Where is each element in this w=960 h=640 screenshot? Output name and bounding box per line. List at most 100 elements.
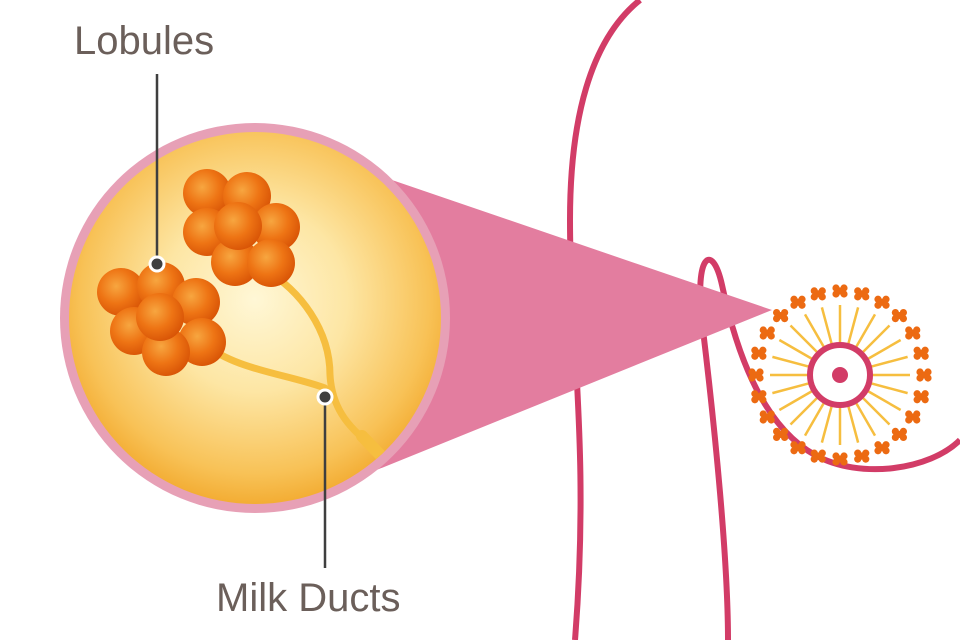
- radial-duct: [867, 389, 902, 412]
- radial-duct: [789, 324, 819, 354]
- mini-lobule: [913, 396, 921, 404]
- lobule-cluster-upper: [183, 169, 300, 287]
- mini-lobule: [798, 295, 806, 303]
- mini-lobule: [767, 410, 775, 418]
- mini-lobule: [854, 293, 862, 301]
- radial-duct: [847, 405, 860, 443]
- milk-ducts-label: Milk Ducts: [216, 576, 401, 620]
- mini-lobule: [891, 315, 899, 323]
- radial-duct: [861, 324, 891, 354]
- nipple: [832, 367, 848, 383]
- radial-duct: [861, 396, 891, 426]
- mini-lobule: [874, 301, 882, 309]
- mini-lobule: [781, 309, 789, 317]
- mini-lobule: [913, 410, 921, 418]
- mini-lobule: [832, 458, 840, 466]
- mini-lobule: [913, 416, 921, 424]
- mini-lobule: [874, 447, 882, 455]
- mini-lobule: [899, 427, 907, 435]
- mini-lobule: [891, 309, 899, 317]
- mini-lobule: [759, 326, 767, 334]
- lobules-label: Lobules: [74, 19, 215, 63]
- mini-lobule: [862, 287, 870, 295]
- mini-lobule: [818, 287, 826, 295]
- mini-lobule: [921, 346, 929, 354]
- mini-lobule: [862, 455, 870, 463]
- radial-duct: [772, 382, 810, 395]
- radial-duct: [854, 313, 877, 348]
- mini-lobule: [862, 293, 870, 301]
- radial-duct: [789, 396, 819, 426]
- mini-lobule: [832, 452, 840, 460]
- mini-lobule: [916, 374, 924, 382]
- mini-lobule: [913, 326, 921, 334]
- mini-lobule: [874, 441, 882, 449]
- mini-lobule: [759, 390, 767, 398]
- mini-lobule: [882, 441, 890, 449]
- mini-lobule: [899, 433, 907, 441]
- mini-lobule: [913, 390, 921, 398]
- mini-lobule: [818, 449, 826, 457]
- mini-lobule: [916, 368, 924, 376]
- radial-duct: [870, 355, 908, 368]
- mini-lobule: [891, 427, 899, 435]
- mini-lobule: [913, 352, 921, 360]
- mini-lobule: [921, 352, 929, 360]
- mini-lobule: [759, 396, 767, 404]
- mini-lobule: [854, 455, 862, 463]
- mini-lobule: [756, 374, 764, 382]
- mini-lobule: [767, 332, 775, 340]
- mini-lobule: [832, 284, 840, 292]
- mini-lobule: [891, 433, 899, 441]
- mini-lobule: [840, 290, 848, 298]
- mini-lobule: [781, 433, 789, 441]
- mini-lobule: [773, 427, 781, 435]
- mini-lobule: [748, 368, 756, 376]
- radial-duct: [778, 389, 813, 412]
- mini-lobule: [810, 287, 818, 295]
- mini-lobule: [790, 301, 798, 309]
- mini-lobule: [810, 455, 818, 463]
- mini-lobule: [874, 295, 882, 303]
- mini-lobule: [790, 295, 798, 303]
- mini-lobule: [882, 295, 890, 303]
- mini-lobule: [773, 433, 781, 441]
- mini-lobule: [840, 458, 848, 466]
- mini-lobule: [781, 315, 789, 323]
- mini-lobule: [899, 309, 907, 317]
- mini-lobule: [798, 441, 806, 449]
- mini-lobule: [810, 449, 818, 457]
- radial-duct: [820, 405, 833, 443]
- mini-lobule: [751, 352, 759, 360]
- mini-lobule: [759, 352, 767, 360]
- radial-duct: [870, 382, 908, 395]
- ducts-pointer-dot: [316, 388, 334, 406]
- mini-lobule: [921, 390, 929, 398]
- mini-lobule: [759, 346, 767, 354]
- radial-duct: [772, 355, 810, 368]
- mini-lobule: [899, 315, 907, 323]
- mini-lobule: [798, 447, 806, 455]
- lobule-cluster-lower: [97, 262, 226, 376]
- mini-lobule: [832, 290, 840, 298]
- mini-lobule: [751, 396, 759, 404]
- mini-lobule: [921, 396, 929, 404]
- mini-lobule: [882, 447, 890, 455]
- mini-lobule: [781, 427, 789, 435]
- radial-duct: [847, 307, 860, 345]
- mini-lobule: [924, 374, 932, 382]
- nipple-duct-radial: [748, 284, 932, 466]
- mini-lobule: [905, 410, 913, 418]
- radial-duct: [803, 313, 826, 348]
- mini-lobule: [854, 287, 862, 295]
- radial-duct: [854, 402, 877, 437]
- radial-duct: [803, 402, 826, 437]
- mini-lobule: [913, 346, 921, 354]
- mini-lobule: [759, 416, 767, 424]
- radial-duct: [778, 338, 813, 361]
- radial-duct: [867, 338, 902, 361]
- mini-lobule: [773, 315, 781, 323]
- breast-outline: [697, 256, 960, 640]
- mini-lobule: [882, 301, 890, 309]
